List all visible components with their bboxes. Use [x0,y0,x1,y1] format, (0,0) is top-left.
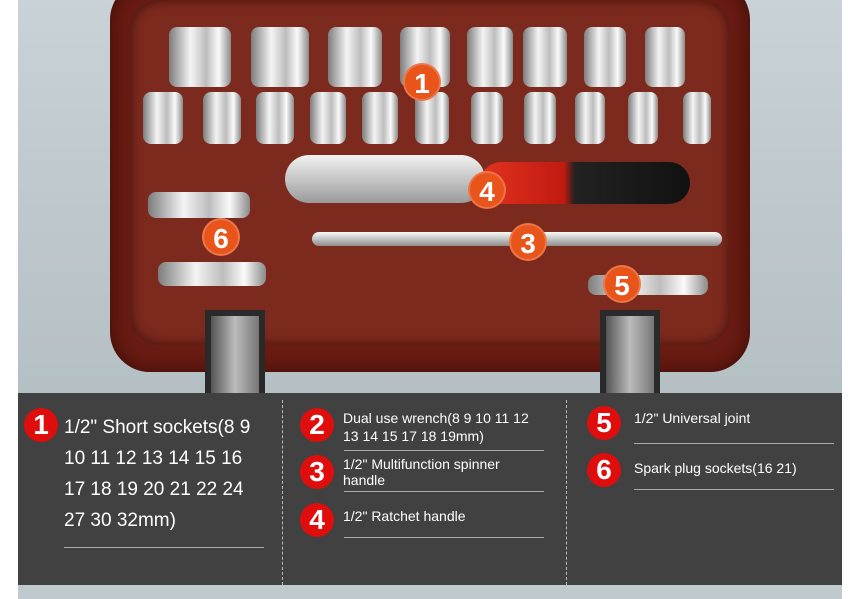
socket [169,27,231,87]
underline [344,537,544,538]
socket [645,27,685,87]
socket [309,92,347,144]
underline [64,547,264,548]
socket [251,27,309,87]
socket [584,27,626,87]
socket [467,27,513,87]
socket [328,27,382,87]
underline [344,450,544,451]
bottom-strip [18,585,842,599]
latch [600,310,660,393]
text-line: 10 11 12 13 14 15 16 [64,448,243,469]
ratchet-head [285,155,485,203]
underline [634,489,834,490]
spark-plug-socket [158,262,266,286]
socket [628,92,658,144]
legend-item-6: Spark plug sockets(16 21) [634,460,797,476]
photo-badge-5: 5 [603,265,641,303]
legend-number-3: 3 [300,455,334,489]
legend-number-2: 2 [300,408,334,442]
legend-number-5: 5 [587,406,621,440]
text-line: handle [343,472,386,488]
latch [205,310,265,393]
text-line: 17 18 19 20 21 22 24 [64,479,244,500]
legend-item-2: Dual use wrench(8 9 10 11 12 13 14 15 17… [343,409,529,445]
text-line: 1/2" Multifunction spinner [343,456,500,472]
text-line: 27 30 32mm) [64,510,176,531]
socket [523,27,567,87]
divider [566,400,567,585]
socket [574,92,606,144]
divider [282,400,283,585]
socket [256,92,294,144]
legend-item-3: 1/2" Multifunction spinner handle [343,456,500,488]
text-line: 1/2" Short sockets(8 9 [64,417,251,438]
photo-badge-4: 4 [468,171,506,209]
legend-item-5: 1/2" Universal joint [634,410,751,426]
legend-number-1: 1 [24,408,58,442]
legend-item-4: 1/2" Ratchet handle [343,508,466,524]
photo-badge-1: 1 [403,63,441,101]
text-line: Dual use wrench(8 9 10 11 12 [343,410,529,426]
spark-plug-socket [148,192,250,218]
socket [524,92,556,144]
text-line: 13 14 15 17 18 19mm) [343,428,484,444]
photo-badge-3: 3 [509,223,547,261]
socket [683,92,711,144]
socket [470,92,504,144]
photo-badge-6: 6 [202,218,240,256]
underline [344,491,544,492]
legend-item-1: 1/2" Short sockets(8 9 10 11 12 13 14 15… [64,412,250,536]
socket [143,92,183,144]
socket [362,92,398,144]
ratchet-handle [480,162,690,204]
legend-number-4: 4 [300,503,334,537]
legend-number-6: 6 [587,453,621,487]
socket [202,92,242,144]
underline [634,443,834,444]
